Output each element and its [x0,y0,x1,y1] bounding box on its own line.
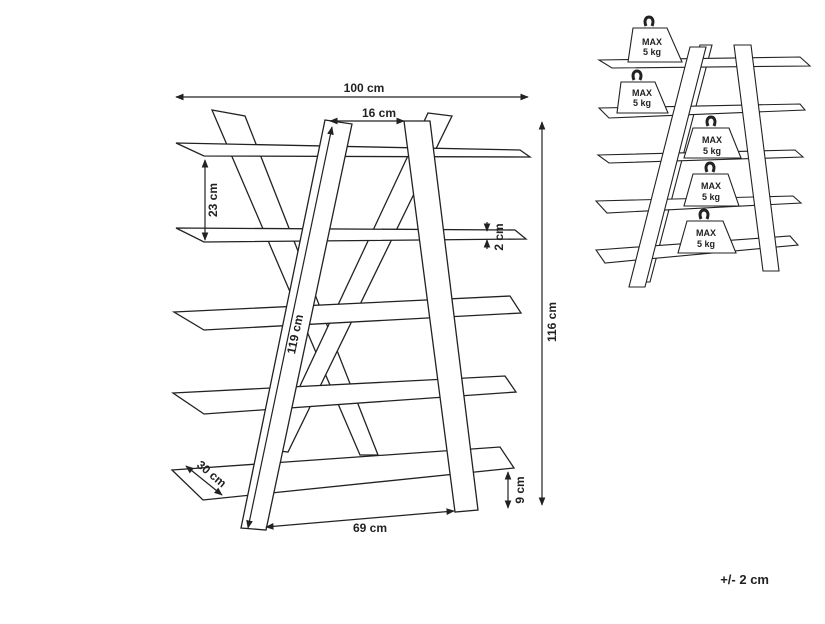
weight-4-kg: 5 kg [702,192,720,202]
load-front-leg-left [628,46,707,288]
weight-1-max: MAX [642,37,662,47]
height-label: 116 cm [545,302,559,342]
clearance-label: 9 cm [513,476,527,503]
width-label: 100 cm [344,81,385,95]
main-shelf-drawing [170,109,533,531]
weight-1-kg: 5 kg [643,47,661,57]
tolerance-note: +/- 2 cm [720,572,769,587]
weight-4: MAX 5 kg [683,161,740,207]
weight-5: MAX 5 kg [677,208,737,254]
weight-1: MAX 5 kg [627,15,683,63]
weight-3: MAX 5 kg [683,115,742,159]
shelf-2 [175,227,528,243]
weight-4-max: MAX [701,181,721,191]
load-front-leg-right [733,44,780,272]
weights-group: MAX 5 kg MAX 5 kg MAX 5 kg MAX 5 kg MAX … [616,15,742,254]
base-width-label: 69 cm [353,521,387,535]
weight-5-kg: 5 kg [697,239,715,249]
shelf-spacing-label: 23 cm [206,183,220,217]
base-width-dimension-line [265,508,455,530]
weight-2-kg: 5 kg [633,98,651,108]
weight-3-max: MAX [702,135,722,145]
top-gap-label: 16 cm [362,106,396,120]
weight-3-kg: 5 kg [703,146,721,156]
shelf-1 [175,142,533,158]
shelf-thickness-label: 2 cm [492,223,506,250]
front-leg-right [403,120,479,513]
leg-length-dimension-line [246,126,334,529]
depth-dimension-line [185,465,223,496]
weight-2-max: MAX [632,88,652,98]
weight-5-max: MAX [696,228,716,238]
weight-2: MAX 5 kg [616,69,669,114]
